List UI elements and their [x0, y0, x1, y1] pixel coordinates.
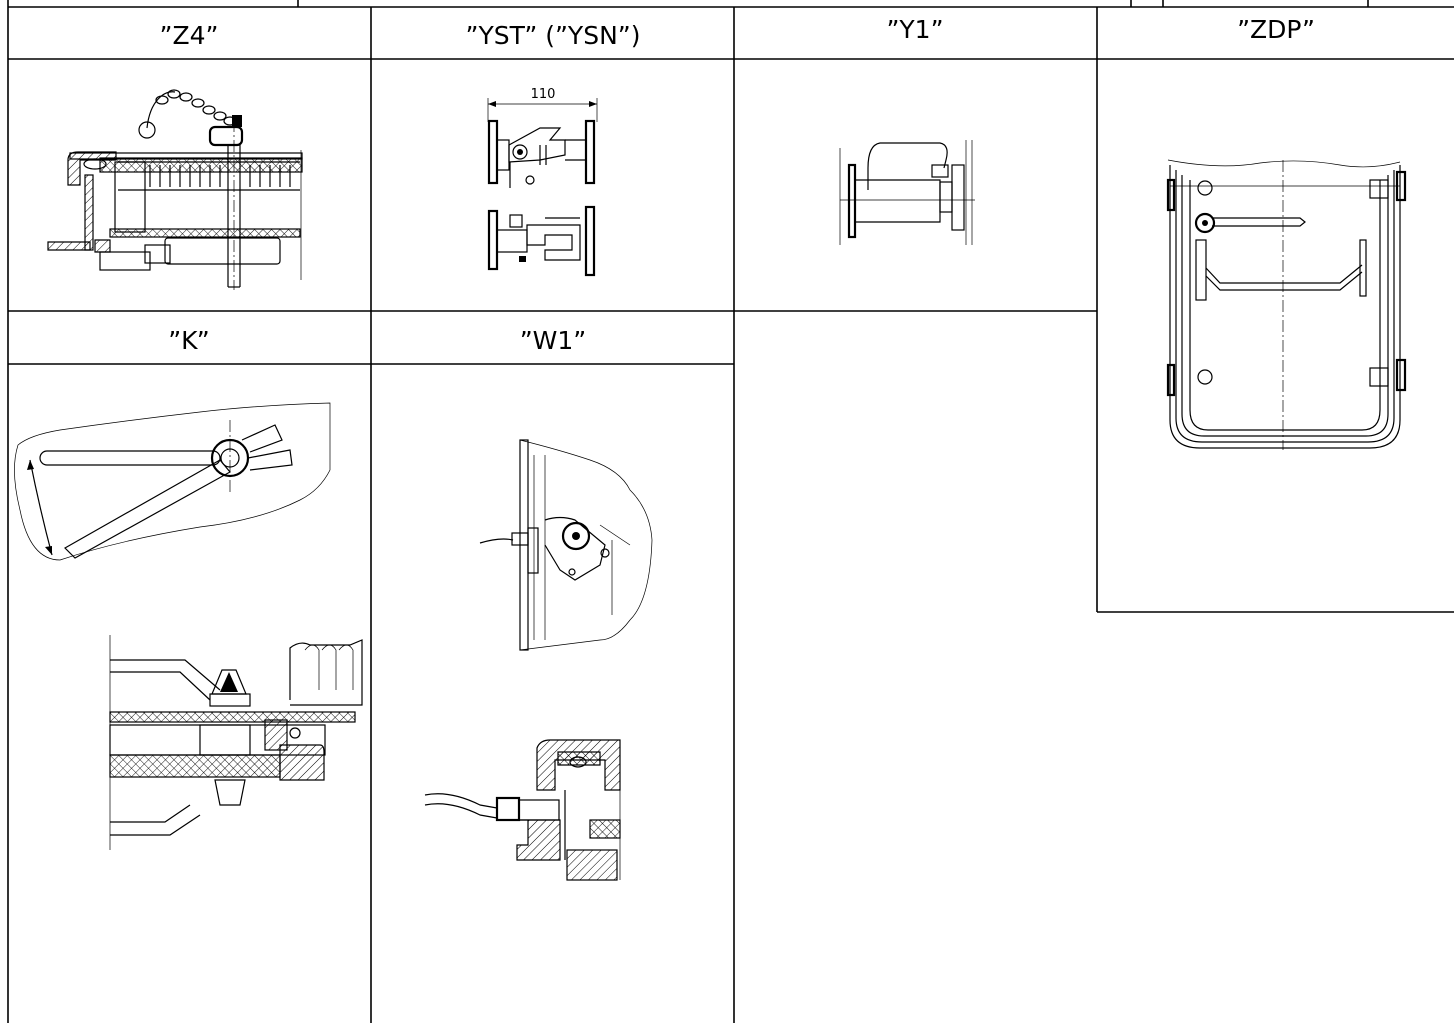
w1-drawing [424, 439, 653, 881]
panel-label-zdp: ”ZDP” [1237, 15, 1315, 44]
yst-drawing: 110 [487, 87, 598, 277]
panel-label-y1: ”Y1” [886, 15, 943, 44]
zdp-drawing [1166, 159, 1407, 450]
panel-label-z4: ”Z4” [160, 21, 219, 50]
y1-drawing [839, 140, 975, 245]
z4-drawing [47, 89, 303, 290]
k-drawing [14, 402, 363, 850]
panel-label-w1: ”W1” [520, 326, 587, 355]
panel-label-k: ”K” [168, 326, 210, 355]
table-grid [7, 0, 1454, 1023]
yst-dimension-110: 110 [531, 87, 556, 102]
panel-label-yst: ”YST” (”YSN”) [466, 21, 641, 50]
